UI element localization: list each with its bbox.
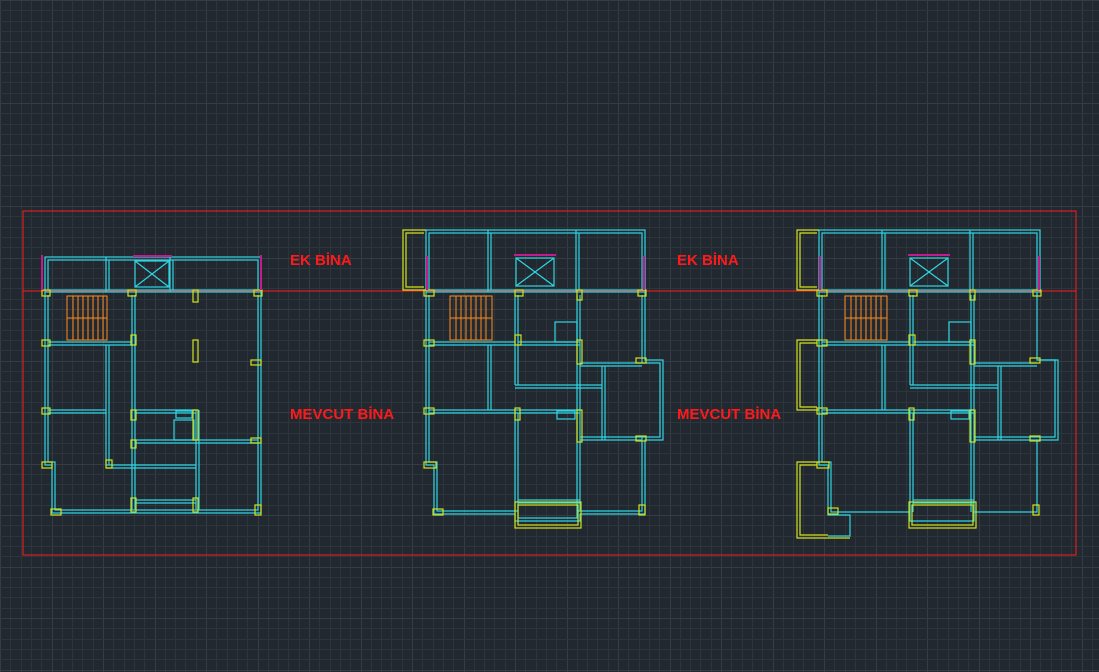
- plan-right-magenta[interactable]: [819, 254, 1040, 290]
- plan-middle-magenta[interactable]: [426, 254, 645, 290]
- plan-middle[interactable]: [425, 229, 664, 522]
- plan-left-columns[interactable]: [41, 289, 263, 516]
- plan-right-stairs[interactable]: [844, 295, 888, 341]
- plan-right-columns[interactable]: [796, 229, 1042, 539]
- plan-middle-stairs[interactable]: [449, 295, 493, 341]
- plan-right[interactable]: [818, 229, 1059, 537]
- plan-left[interactable]: [44, 256, 262, 514]
- plan-left-stairs[interactable]: [66, 295, 108, 341]
- label-mevcut-bina-2[interactable]: MEVCUT BİNA: [677, 406, 781, 423]
- label-ek-bina-1[interactable]: EK BİNA: [290, 252, 352, 269]
- label-ek-bina-2[interactable]: EK BİNA: [677, 252, 739, 269]
- site-boundary[interactable]: [22, 210, 1077, 556]
- plan-middle-columns[interactable]: [402, 229, 647, 529]
- label-mevcut-bina-1[interactable]: MEVCUT BİNA: [290, 406, 394, 423]
- plan-left-magenta[interactable]: [41, 255, 262, 290]
